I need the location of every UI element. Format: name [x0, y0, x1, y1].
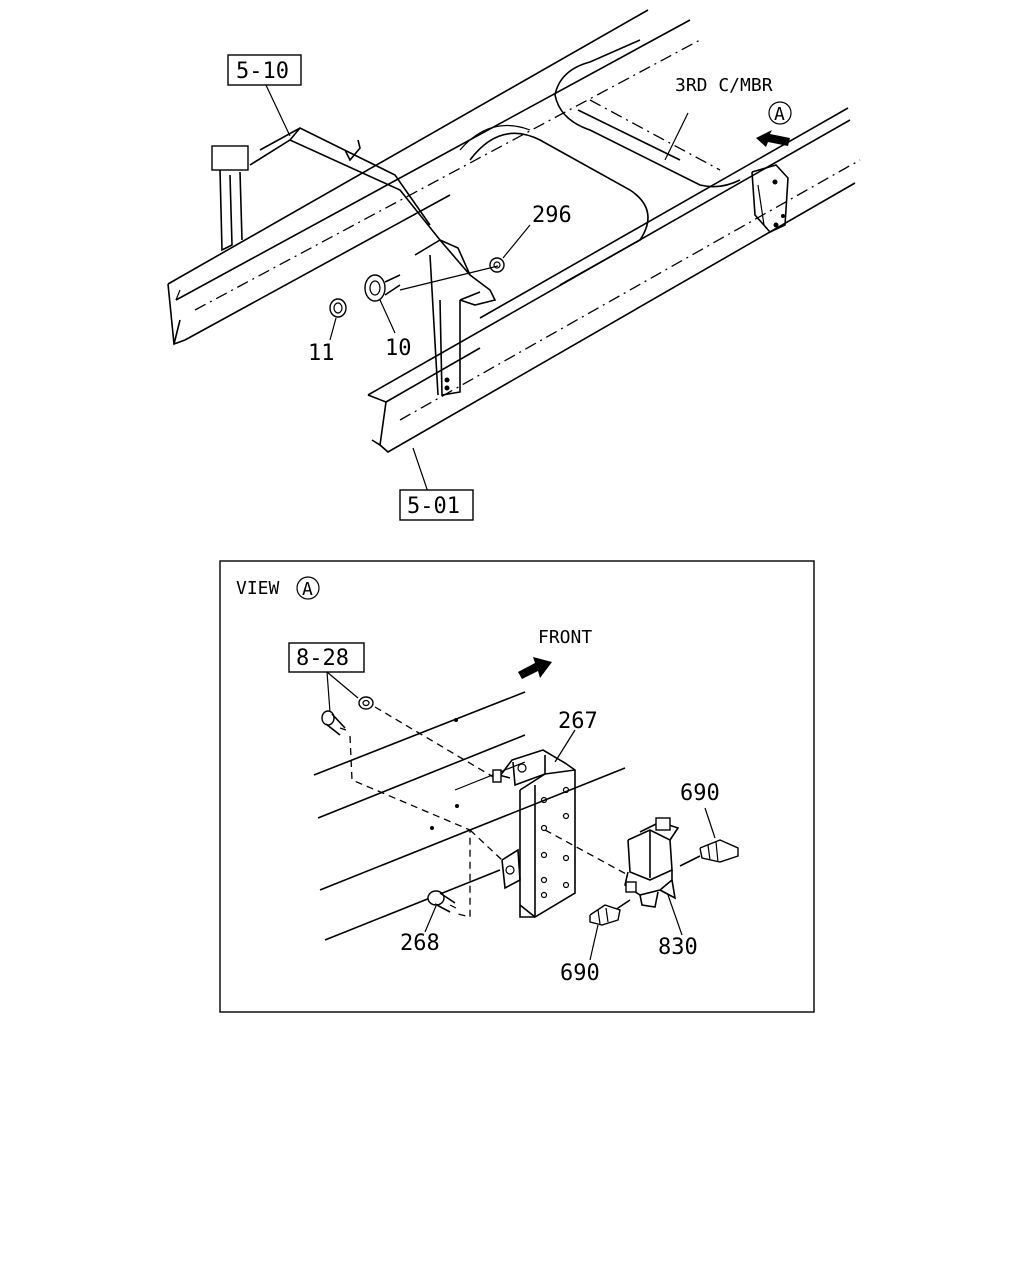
- ref-5-01-box: [399, 489, 474, 521]
- frame-rail-left: [167, 9, 701, 346]
- top-assembly: 5-10 5-01 3RD C/MBR A 296 11 10: [167, 9, 861, 521]
- part-296-nut-icon: [489, 257, 505, 273]
- part-830-valve: [624, 817, 680, 908]
- view-a-panel: VIEW A FRONT 8-28: [219, 560, 815, 1013]
- label-11: 11: [308, 341, 335, 366]
- crossmember-label: 3RD C/MBR: [675, 75, 773, 96]
- label-690-bottom: 690: [560, 961, 600, 986]
- label-268: 268: [400, 931, 440, 956]
- label-296: 296: [532, 203, 572, 228]
- view-a-arrow-icon: [756, 130, 790, 147]
- front-arrow-icon: [518, 657, 552, 679]
- view-title: VIEW: [236, 578, 280, 599]
- view-a-frame: [219, 560, 815, 1013]
- front-label: FRONT: [538, 627, 592, 648]
- label-267: 267: [558, 709, 598, 734]
- view-title-marker: A: [302, 579, 313, 600]
- part-8-28-nut-icon: [358, 696, 374, 710]
- view-marker-circle: [768, 101, 792, 125]
- ref-5-10: 5-10: [236, 59, 289, 84]
- view-a-bracket: [751, 164, 789, 233]
- ref-8-28: 8-28: [296, 646, 349, 671]
- part-690-fitting-top-icon: [679, 839, 739, 867]
- label-10: 10: [385, 336, 412, 361]
- part-8-28-bolt-icon: [321, 710, 347, 736]
- part-11-nut-icon: [329, 298, 347, 318]
- part-267-bracket: [492, 749, 576, 918]
- ref-8-28-box: [288, 642, 365, 673]
- part-690-fitting-bottom-icon: [589, 899, 631, 926]
- part-268-bolt-icon: [427, 890, 457, 913]
- ref-5-01: 5-01: [407, 494, 460, 519]
- third-crossmember: [459, 39, 741, 286]
- part-10-bolt-icon: [364, 274, 401, 302]
- hanger-bracket: [211, 127, 497, 396]
- view-marker-letter: A: [774, 104, 785, 125]
- label-690-top: 690: [680, 781, 720, 806]
- label-830: 830: [658, 935, 698, 960]
- ref-5-10-box: [227, 54, 302, 86]
- view-title-marker-circle: [296, 576, 320, 600]
